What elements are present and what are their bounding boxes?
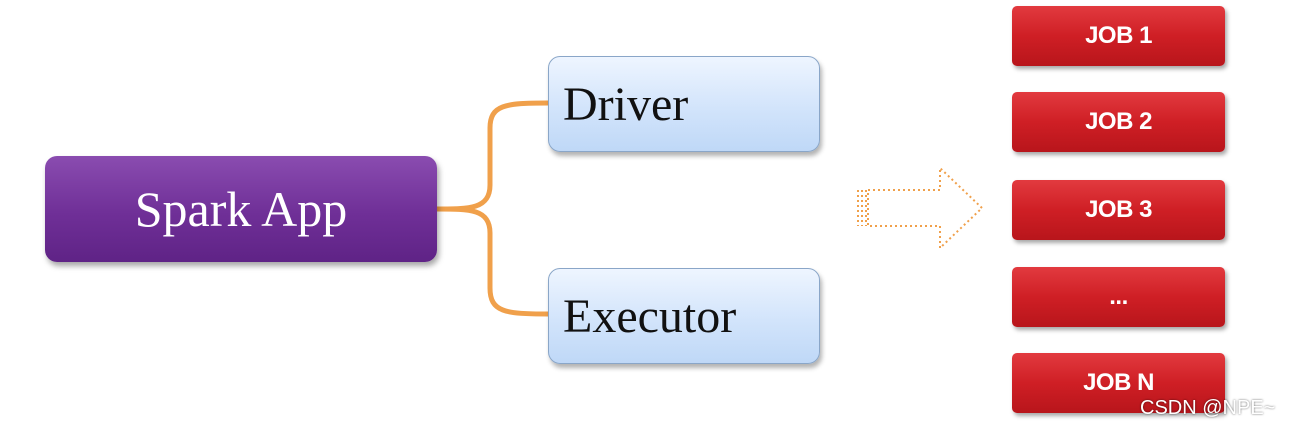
job-label: JOB 3	[1085, 196, 1152, 223]
spark-app-label: Spark App	[134, 181, 348, 237]
job-label: JOB 1	[1085, 22, 1152, 49]
job-node-2: JOB 2	[1012, 92, 1225, 152]
bracket-connector	[434, 206, 551, 317]
executor-node: Executor	[548, 268, 820, 364]
bracket-connector	[434, 100, 551, 212]
job-node-n: JOB N	[1012, 353, 1225, 413]
spark-app-node: Spark App	[45, 156, 437, 262]
arrow-icon	[857, 165, 984, 251]
job-node-ellipsis: ...	[1012, 267, 1225, 327]
job-label: JOB N	[1083, 369, 1154, 396]
job-label: ...	[1109, 283, 1128, 310]
job-node-1: JOB 1	[1012, 6, 1225, 66]
watermark-text: CSDN @NPE~	[1140, 397, 1276, 419]
driver-node: Driver	[548, 56, 820, 152]
driver-label: Driver	[563, 77, 689, 131]
executor-label: Executor	[563, 289, 737, 343]
job-node-3: JOB 3	[1012, 180, 1225, 240]
job-label: JOB 2	[1085, 108, 1152, 135]
